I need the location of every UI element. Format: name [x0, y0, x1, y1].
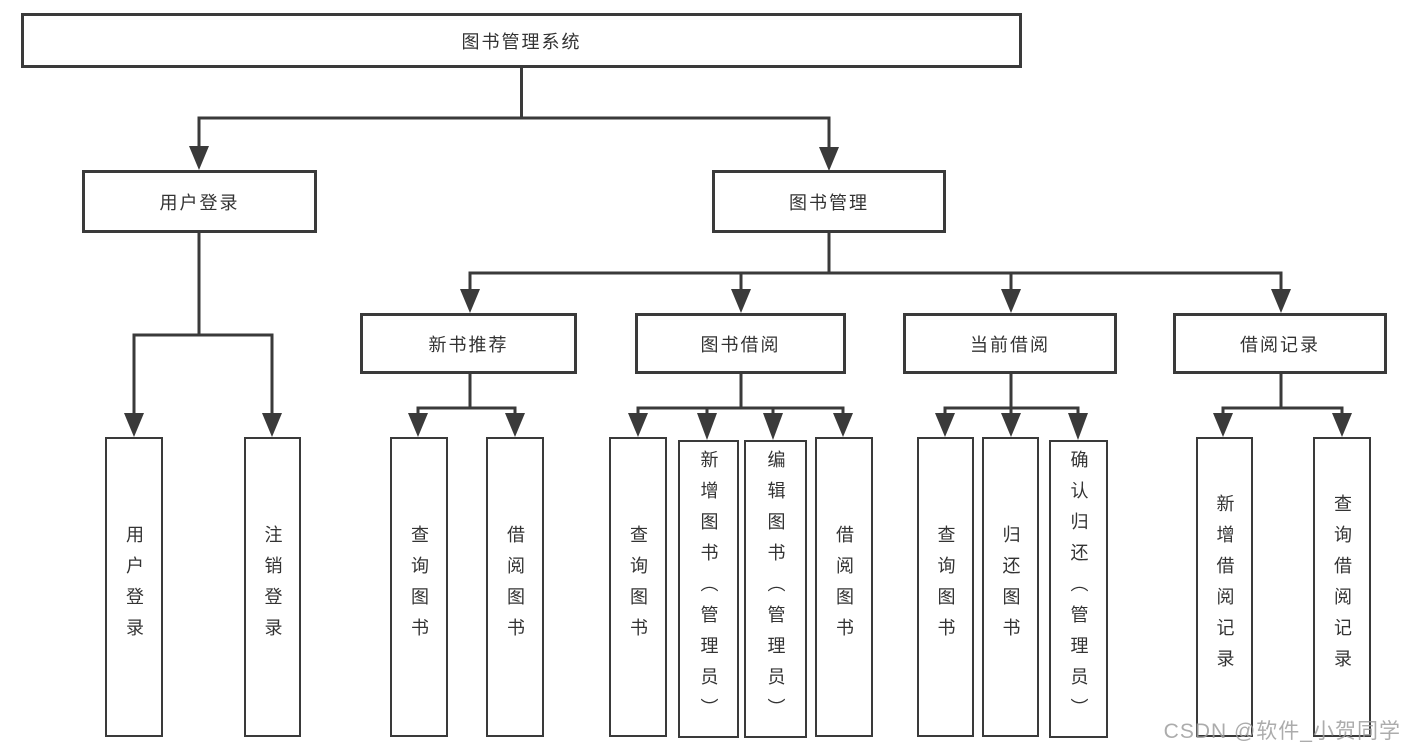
node-user-login: 用户登录: [82, 170, 317, 233]
arrowhead: [763, 413, 783, 440]
leaf-query-books: 查询图书: [609, 437, 667, 737]
node-label: 当前借阅: [970, 334, 1050, 355]
leaf-query-borrow-record: 查询借阅记录: [1313, 437, 1371, 737]
node-label: 查询图书: [409, 525, 429, 649]
arrowhead: [697, 413, 717, 440]
node-label: 归还图书: [1000, 525, 1021, 649]
arrowhead: [1001, 413, 1021, 437]
node-library-management-system: 图书管理系统: [21, 13, 1022, 68]
leaf-return-books: 归还图书: [982, 437, 1039, 737]
node-label: 图书管理: [789, 192, 869, 213]
leaf-borrow-books: 借阅图书: [815, 437, 873, 737]
node-label: 确认归还（管理员）: [1068, 449, 1089, 729]
arrowhead: [935, 413, 955, 437]
node-new-book-recommend: 新书推荐: [360, 313, 577, 374]
arrowhead: [460, 289, 480, 313]
arrowhead: [1001, 289, 1021, 313]
csdn-watermark: CSDN @软件_小贺同学: [1163, 720, 1401, 743]
node-label: 查询借阅记录: [1332, 494, 1352, 680]
node-book-management: 图书管理: [712, 170, 946, 233]
node-label: 用户登录: [124, 525, 144, 649]
node-label: 图书借阅: [700, 334, 781, 355]
arrowhead: [1271, 289, 1291, 313]
leaf-logout: 注销登录: [244, 437, 301, 737]
arrowhead: [819, 147, 839, 171]
leaf-query-books: 查询图书: [390, 437, 448, 737]
edge-arrowheads: [124, 146, 1352, 440]
node-label: 新书推荐: [428, 334, 509, 355]
node-label: 借阅图书: [834, 525, 854, 649]
leaf-user-login: 用户登录: [105, 437, 163, 737]
arrowhead: [1068, 413, 1088, 440]
leaf-add-books-admin: 新增图书（管理员）: [678, 440, 739, 738]
node-book-borrow: 图书借阅: [635, 313, 846, 374]
node-label: 编辑图书（管理员）: [765, 449, 786, 729]
node-label: 新增借阅记录: [1214, 494, 1235, 680]
leaf-add-borrow-record: 新增借阅记录: [1196, 437, 1253, 737]
node-borrow-record: 借阅记录: [1173, 313, 1387, 374]
leaf-query-books: 查询图书: [917, 437, 974, 737]
arrowhead: [1332, 413, 1352, 437]
arrowhead: [833, 413, 853, 437]
arrowhead: [628, 413, 648, 437]
node-label: 借阅图书: [505, 525, 525, 649]
arrowhead: [505, 413, 525, 437]
node-label: 注销登录: [262, 525, 283, 649]
node-label: 查询图书: [935, 525, 956, 649]
arrowhead: [731, 289, 751, 313]
arrowhead: [124, 413, 144, 437]
arrowhead: [408, 413, 428, 437]
arrowhead: [262, 413, 282, 437]
arrowhead: [1213, 413, 1233, 437]
arrowhead: [189, 146, 209, 170]
node-label: 借阅记录: [1240, 334, 1320, 355]
leaf-edit-books-admin: 编辑图书（管理员）: [744, 440, 807, 738]
node-label: 图书管理系统: [461, 31, 582, 52]
node-label: 新增图书（管理员）: [698, 449, 719, 729]
node-current-borrow: 当前借阅: [903, 313, 1117, 374]
leaf-borrow-books: 借阅图书: [486, 437, 544, 737]
node-label: 用户登录: [159, 192, 240, 213]
leaf-confirm-return-admin: 确认归还（管理员）: [1049, 440, 1108, 738]
node-label: 查询图书: [628, 525, 648, 649]
